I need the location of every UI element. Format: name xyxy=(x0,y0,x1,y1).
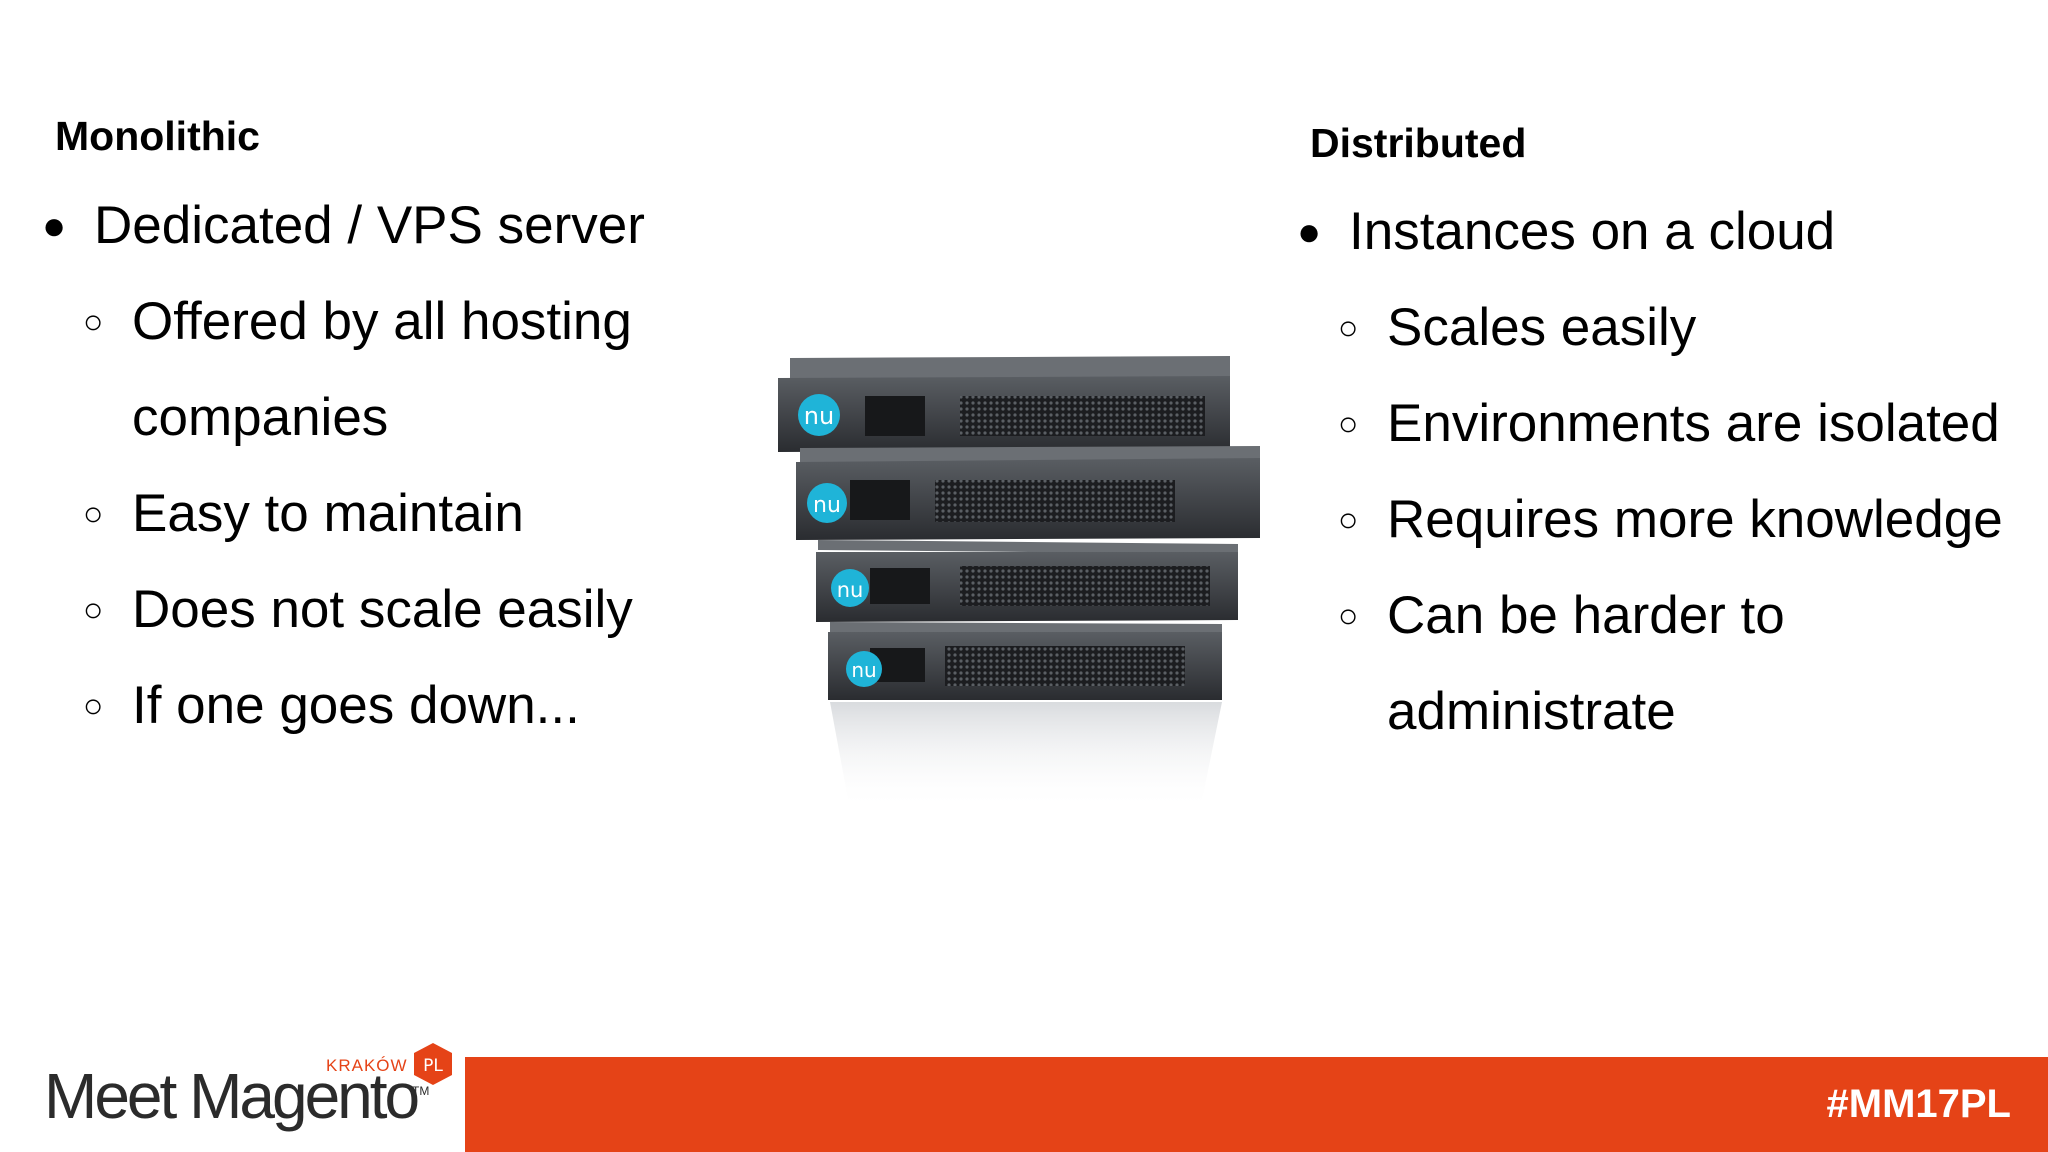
distributed-list: ●Instances on a cloud ○Scales easily ○En… xyxy=(1297,184,2037,760)
logo-badge-icon: PL xyxy=(414,1043,452,1085)
list-item: ○Requires more knowledge xyxy=(1297,472,2037,568)
footer-bar: #MM17PL xyxy=(465,1057,2048,1152)
server-unit: nu xyxy=(796,446,1260,540)
server-unit: nu xyxy=(828,622,1222,700)
list-item: ●Instances on a cloud xyxy=(1297,184,2037,280)
logo-city: KRAKÓW xyxy=(326,1056,408,1075)
hollow-bullet-icon: ○ xyxy=(1338,501,1359,539)
server-unit: nu xyxy=(778,356,1230,452)
bullet-icon: ● xyxy=(42,204,67,248)
logo-trademark: TM xyxy=(412,1084,430,1098)
bullet-icon: ● xyxy=(1297,210,1322,254)
list-item: ○Offered by all hosting companies xyxy=(42,274,702,466)
svg-text:nu: nu xyxy=(851,658,876,682)
server-stack-image: nu nu nu nu xyxy=(778,356,1260,810)
hollow-bullet-icon: ○ xyxy=(1338,309,1359,347)
hollow-bullet-icon: ○ xyxy=(83,591,104,629)
list-item: ○Easy to maintain xyxy=(42,466,702,562)
svg-text:PL: PL xyxy=(423,1056,443,1076)
list-item: ○If one goes down... xyxy=(42,658,702,754)
hollow-bullet-icon: ○ xyxy=(1338,597,1359,635)
list-item: ○Can be harder to administrate xyxy=(1297,568,2037,760)
hollow-bullet-icon: ○ xyxy=(83,495,104,533)
meet-magento-logo: Meet Magento TM KRAKÓW PL xyxy=(44,1042,464,1142)
svg-text:nu: nu xyxy=(837,578,864,602)
hollow-bullet-icon: ○ xyxy=(83,687,104,725)
logo-text: Meet Magento xyxy=(44,1060,420,1132)
hollow-bullet-icon: ○ xyxy=(1338,405,1359,443)
list-item: ●Dedicated / VPS server xyxy=(42,178,702,274)
server-unit: nu xyxy=(816,540,1238,622)
svg-text:nu: nu xyxy=(813,493,841,518)
hashtag-label: #MM17PL xyxy=(1826,1082,2012,1126)
monolithic-heading: Monolithic xyxy=(55,113,260,159)
svg-text:nu: nu xyxy=(804,402,834,430)
monolithic-list: ●Dedicated / VPS server ○Offered by all … xyxy=(42,178,702,754)
hollow-bullet-icon: ○ xyxy=(83,303,104,341)
distributed-heading: Distributed xyxy=(1310,120,1527,166)
list-item: ○Environments are isolated xyxy=(1297,376,2037,472)
list-item: ○Does not scale easily xyxy=(42,562,702,658)
list-item: ○Scales easily xyxy=(1297,280,2037,376)
